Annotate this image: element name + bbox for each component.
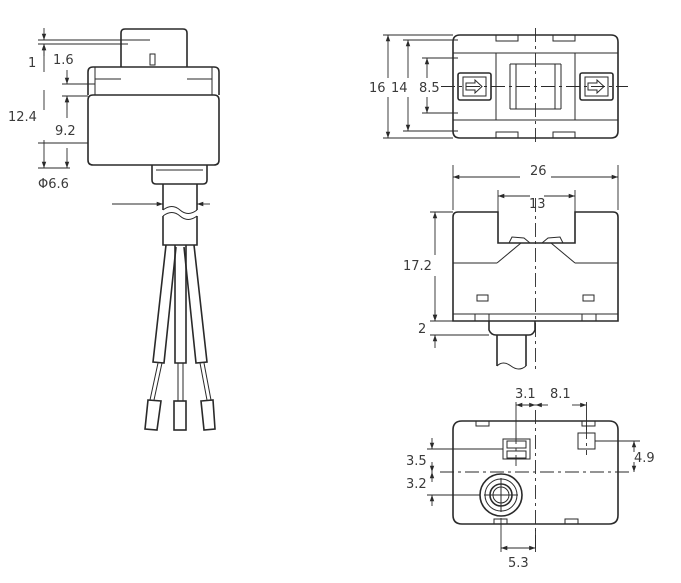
top-view: 16 14 8.5 [369, 28, 628, 146]
tab-slot [149, 53, 156, 66]
dim-9-2: 9.2 [55, 124, 76, 139]
dim-12-4: 12.4 [8, 110, 37, 125]
dim-5-3: 5.3 [508, 556, 529, 571]
dim-4-9: 4.9 [634, 451, 655, 466]
arrow-right-icon [587, 78, 605, 95]
dim-8-1: 8.1 [550, 387, 571, 402]
dim-3-2: 3.2 [406, 477, 427, 492]
dim-16: 16 [369, 81, 386, 96]
dim-17-2: 17.2 [403, 259, 432, 274]
dim-3-5: 3.5 [406, 454, 427, 469]
dim-1-6: 1.6 [53, 53, 74, 68]
dim-13: 13 [529, 197, 546, 212]
front-view: 26 13 17.2 2 [403, 164, 619, 372]
dim-14: 14 [391, 81, 408, 96]
dim-diameter: Φ6.6 [38, 177, 69, 192]
dim-8-5: 8.5 [419, 81, 440, 96]
bottom-view: 3.1 8.1 3.5 3.2 4.9 5.3 [406, 387, 655, 571]
dim-26: 26 [530, 164, 547, 179]
side-view: 1 1.6 12.4 9.2 Φ6.6 [8, 28, 220, 431]
arrow-right-icon [465, 78, 483, 95]
dim-2: 2 [418, 322, 426, 337]
dim-1: 1 [28, 56, 36, 71]
dim-3-1: 3.1 [515, 387, 536, 402]
